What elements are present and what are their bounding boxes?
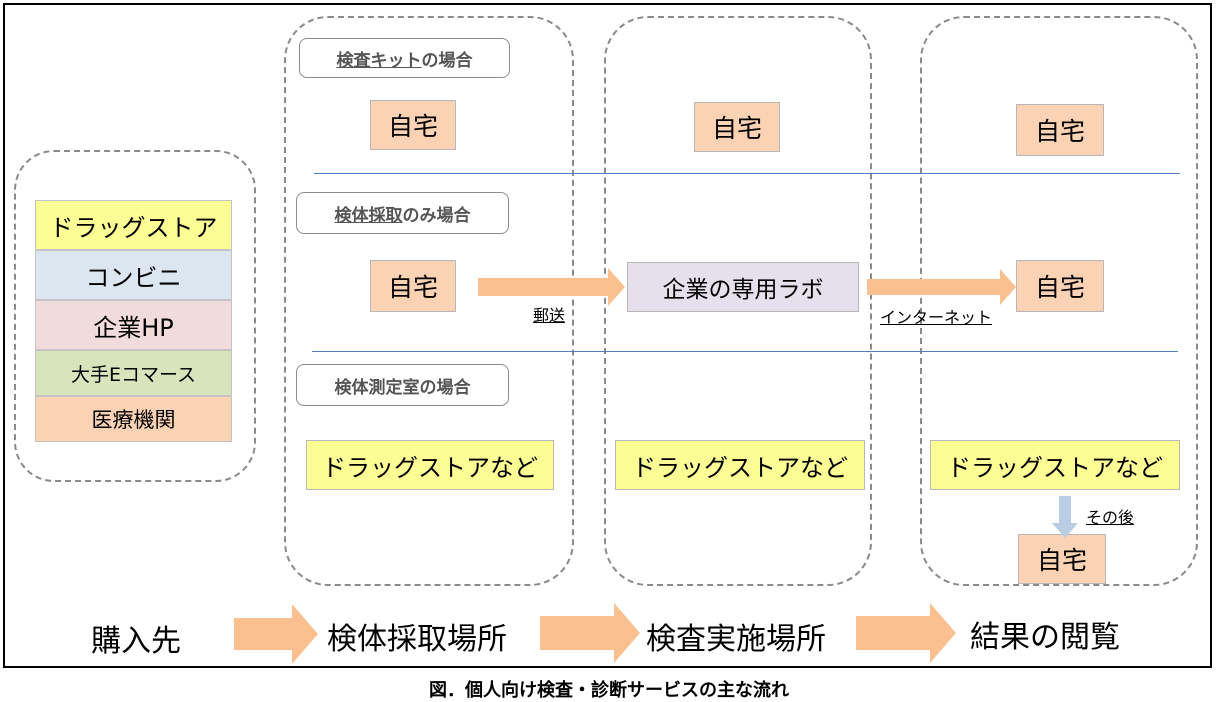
purchase-option-medical-institution: 医療機関: [35, 396, 232, 442]
internet-arrow: [867, 269, 1016, 305]
after-down-arrow: [1052, 496, 1078, 538]
purchase-option-label: 大手Eコマース: [70, 363, 197, 386]
purchase-option-convenience-store: コンビニ: [35, 250, 232, 300]
case-label-lab-room: 検体測定室の場合: [296, 364, 509, 406]
home-label: 自宅: [711, 114, 762, 143]
home-label: 自宅: [1036, 546, 1087, 575]
divider-line-2: [312, 351, 1178, 352]
home-label: 自宅: [387, 112, 438, 141]
drugstore-etc-label: ドラッグストアなど: [322, 453, 538, 482]
mail-label: 郵送: [533, 306, 566, 325]
stage-results: 結果の閲覧: [970, 620, 1120, 655]
stage-arrow-1: [234, 604, 318, 664]
purchase-option-ecommerce: 大手Eコマース: [35, 350, 232, 396]
purchase-option-label: ドラッグストア: [49, 213, 218, 242]
drugstore-etc-label: ドラッグストアなど: [947, 453, 1163, 482]
case-label-rest: の場合: [421, 50, 473, 71]
purchase-option-drugstore: ドラッグストア: [35, 200, 232, 250]
home-node: 自宅: [1018, 534, 1106, 584]
stage-testing: 検査実施場所: [646, 622, 826, 657]
home-label: 自宅: [387, 273, 438, 302]
home-node: 自宅: [694, 102, 780, 152]
sampling-column: [284, 16, 574, 586]
home-node: 自宅: [1016, 260, 1104, 312]
case-label-underlined: 検体採取: [334, 205, 403, 226]
results-column: [920, 16, 1198, 586]
purchase-option-label: コンビニ: [85, 263, 182, 292]
case-label-test-kit: 検査キットの場合: [299, 38, 510, 78]
case-label-sample-only: 検体採取のみ場合: [296, 192, 509, 234]
after-label: その後: [1086, 508, 1135, 527]
figure-caption: 図．個人向け検査・診断サービスの主な流れ: [429, 680, 789, 701]
stage-sampling: 検体採取場所: [327, 622, 507, 657]
case-label-text: 検体測定室の場合: [334, 377, 471, 398]
diagram-frame: [3, 3, 1212, 668]
purchase-option-label: 医療機関: [91, 408, 176, 432]
purchase-option-company-hp: 企業HP: [35, 300, 232, 350]
home-node: 自宅: [370, 260, 456, 312]
company-lab-label: 企業の専用ラボ: [662, 277, 824, 303]
divider-line-1: [314, 173, 1180, 174]
company-lab-node: 企業の専用ラボ: [627, 262, 859, 312]
stage-purchase: 購入先: [91, 624, 181, 659]
stage-arrow-2: [540, 603, 640, 663]
testing-column: [604, 16, 872, 586]
home-node: 自宅: [1016, 104, 1104, 156]
drugstore-etc-label: ドラッグストアなど: [632, 453, 848, 482]
drugstore-etc-node: ドラッグストアなど: [615, 440, 865, 490]
stage-arrow-3: [856, 603, 956, 663]
purchase-column: [14, 150, 256, 482]
purchase-option-label: 企業HP: [93, 313, 174, 342]
internet-label: インターネット: [880, 308, 993, 327]
mail-arrow: [478, 268, 625, 306]
case-label-rest: のみ場合: [402, 205, 471, 226]
case-label-underlined: 検査キット: [336, 50, 422, 71]
home-label: 自宅: [1034, 117, 1085, 146]
home-label: 自宅: [1034, 273, 1085, 302]
home-node: 自宅: [370, 100, 456, 150]
drugstore-etc-node: ドラッグストアなど: [306, 440, 554, 490]
drugstore-etc-node: ドラッグストアなど: [930, 440, 1180, 490]
